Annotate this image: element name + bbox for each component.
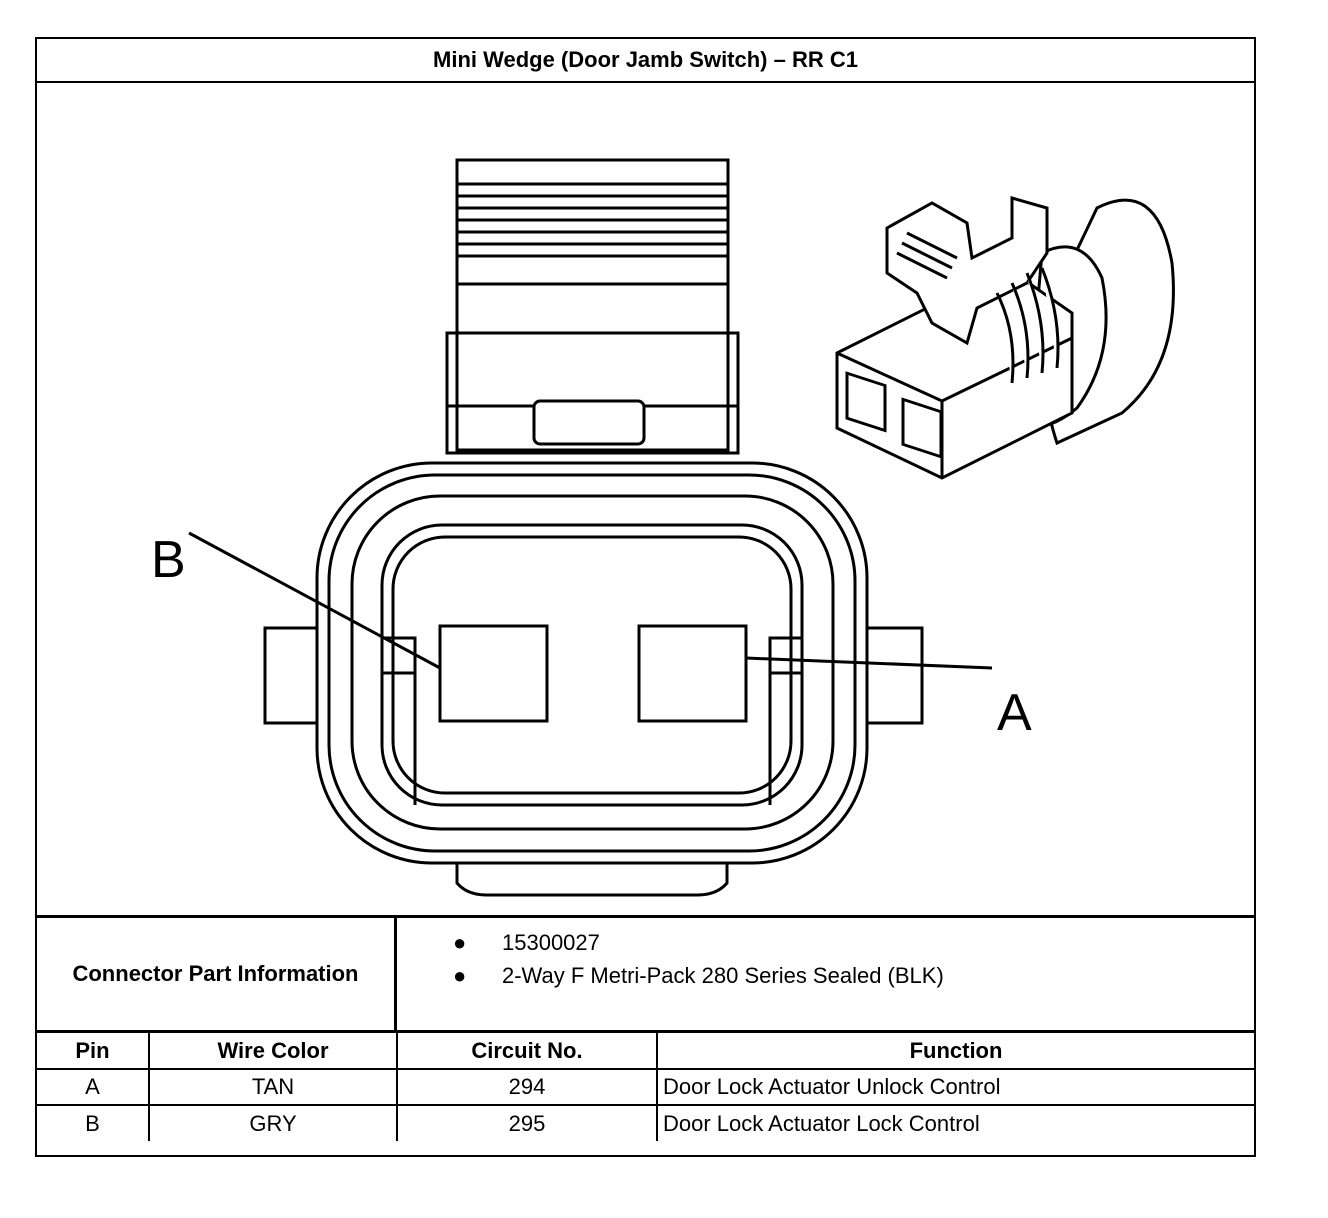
page-title: Mini Wedge (Door Jamb Switch) – RR C1: [37, 39, 1254, 83]
callout-a-label: A: [997, 684, 1032, 742]
connector-info-label: Connector Part Information: [37, 918, 397, 1030]
bullet-icon: ●: [453, 963, 467, 988]
connector-part-info: Connector Part Information ● 15300027 ● 2-…: [37, 915, 1254, 1033]
cell-circuit: 295: [396, 1104, 658, 1141]
callout-b-label: B: [151, 531, 186, 589]
connector-info-list: ● 15300027 ● 2-Way F Metri-Pack 280 Series…: [437, 926, 944, 992]
table-header-row: Pin Wire Color Circuit No. Function: [37, 1033, 1254, 1070]
pin-table: Pin Wire Color Circuit No. Function A TA…: [37, 1033, 1254, 1141]
table-row: A TAN 294 Door Lock Actuator Unlock Cont…: [37, 1068, 1254, 1106]
part-number: 15300027: [502, 930, 600, 955]
callout-b-leader: [188, 531, 441, 670]
cell-wire-color: GRY: [148, 1104, 398, 1141]
column-header-pin: Pin: [37, 1033, 150, 1070]
cell-wire-color: TAN: [148, 1068, 398, 1106]
connector-sheet: Mini Wedge (Door Jamb Switch) – RR C1: [35, 37, 1256, 1157]
cell-pin: A: [37, 1068, 150, 1106]
callout-a-leader: [745, 656, 993, 670]
cell-function: Door Lock Actuator Lock Control: [656, 1104, 1254, 1141]
list-item: ● 2-Way F Metri-Pack 280 Series Sealed (B…: [437, 959, 944, 992]
cavity-a: [637, 624, 748, 723]
cell-pin: B: [37, 1104, 150, 1141]
connector-face-view: [188, 158, 1175, 897]
bullet-icon: ●: [453, 930, 467, 955]
list-item: ● 15300027: [437, 926, 944, 959]
cell-circuit: 294: [396, 1068, 658, 1106]
column-header-function: Function: [656, 1033, 1254, 1070]
column-header-wire-color: Wire Color: [148, 1033, 398, 1070]
cell-function: Door Lock Actuator Unlock Control: [656, 1068, 1254, 1106]
column-header-circuit: Circuit No.: [396, 1033, 658, 1070]
connector-iso-view: [835, 196, 1175, 480]
connector-description: 2-Way F Metri-Pack 280 Series Sealed (BL…: [502, 963, 944, 988]
cavity-b: [438, 624, 549, 723]
table-row: B GRY 295 Door Lock Actuator Lock Contro…: [37, 1104, 1254, 1141]
connector-drawing: B A: [37, 83, 1254, 916]
